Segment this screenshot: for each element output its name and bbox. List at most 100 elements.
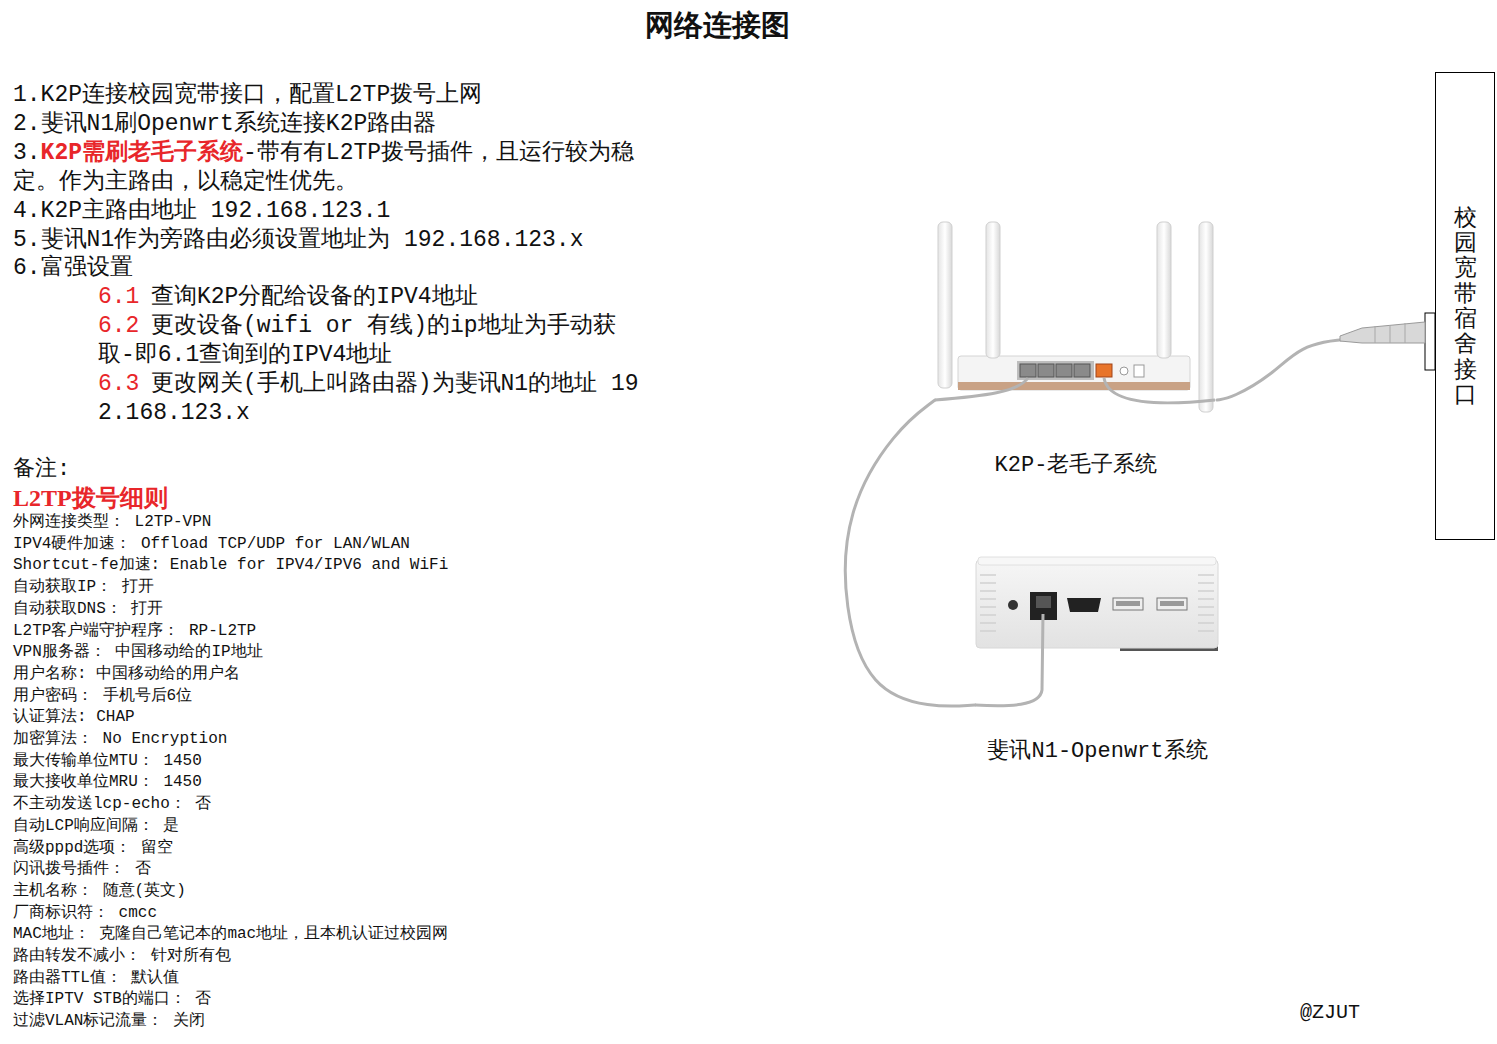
lan-port <box>1074 364 1090 377</box>
plug-ridge <box>1375 326 1376 343</box>
rib <box>1198 582 1214 584</box>
vertical-label: 校园宽带宿舍接口 <box>1454 205 1477 407</box>
note-text: L2TP客户端守护程序： RP-L2TP <box>13 622 256 640</box>
text-line: VPN服务器： 中国移动给的IP地址 <box>13 642 713 664</box>
text-line: 路由器TTL值： 默认值 <box>13 968 713 990</box>
text-line: 自动LCP响应间隔： 是 <box>13 816 713 838</box>
cable-stub <box>935 378 1028 400</box>
router-body <box>958 356 1190 390</box>
note-text: 最大传输单位MTU： 1450 <box>13 752 202 770</box>
text-line: 最大接收单位MRU： 1450 <box>13 772 713 794</box>
text-line: 外网连接类型： L2TP-VPN <box>13 512 713 534</box>
note-text: 外网连接类型： L2TP-VPN <box>13 513 211 531</box>
text-line: 4.K2P主路由地址 192.168.123.1 <box>13 197 645 226</box>
n1-body <box>976 560 1218 648</box>
rib <box>1198 606 1214 608</box>
network-cable <box>1217 339 1435 400</box>
n1-top <box>978 557 1216 565</box>
text-line: 过滤VLAN标记流量： 关闭 <box>13 1011 713 1033</box>
plug-ridge <box>1405 323 1406 343</box>
device-label: K2P-老毛子系统 <box>995 452 1158 480</box>
text-line: 备注: <box>13 456 313 484</box>
note-text: 更改网关(手机上叫路由器)为斐讯N1的地址 192.168.123.x <box>98 371 639 426</box>
note-text: 路由转发不减小： 针对所有包 <box>13 947 231 965</box>
rib <box>980 614 996 616</box>
reset-button <box>1120 367 1128 375</box>
device-node: 斐讯N1-Openwrt系统 <box>975 555 1220 772</box>
text-line: 6.2更改设备(wifi or 有线)的ip地址为手动获取-即6.1查询到的IP… <box>98 312 646 370</box>
lan-port <box>1038 364 1054 377</box>
step-number: 6.3 <box>98 371 139 397</box>
text-line: L2TP拨号细则 <box>13 484 313 514</box>
antenna <box>1199 222 1213 412</box>
note-text: 认证算法: CHAP <box>13 708 135 726</box>
text-line: 自动获取DNS： 打开 <box>13 599 713 621</box>
note-text: 4.K2P主路由地址 192.168.123.1 <box>13 198 390 224</box>
hdmi-port <box>1067 598 1101 612</box>
note-text: 5.斐讯N1作为旁路由必须设置地址为 192.168.123.x <box>13 227 583 253</box>
text-line: 用户名称: 中国移动给的用户名 <box>13 664 713 686</box>
text-line: 不主动发送lcp-echo： 否 <box>13 794 713 816</box>
antenna <box>1157 222 1171 358</box>
text-line: 最大传输单位MTU： 1450 <box>13 751 713 773</box>
text-line: IPV4硬件加速： Offload TCP/UDP for LAN/WLAN <box>13 534 713 556</box>
n1-ribs <box>980 575 1214 631</box>
rib <box>980 606 996 608</box>
watermark: @ZJUT <box>1300 1001 1360 1024</box>
rib <box>980 590 996 592</box>
router-node: K2P-老毛子系统 <box>935 220 1217 486</box>
note-text: 路由器TTL值： 默认值 <box>13 969 179 987</box>
note-text: 高级pppd选项： 留空 <box>13 839 173 857</box>
note-text: 厂商标识符： cmcc <box>13 904 157 922</box>
rj45-plug <box>1340 322 1425 343</box>
cable-stub <box>1104 378 1215 403</box>
usb-tongue <box>1116 601 1140 606</box>
note-text: 查询K2P分配给设备的IPV4地址 <box>151 284 478 310</box>
rib <box>1198 622 1214 624</box>
note-text: 自动获取DNS： 打开 <box>13 600 163 618</box>
text-line: 6.3更改网关(手机上叫路由器)为斐讯N1的地址 192.168.123.x <box>98 370 646 428</box>
note-text: 用户密码： 手机号后6位 <box>13 687 192 705</box>
ethernet-socket <box>1036 596 1051 608</box>
usb-port <box>1157 598 1187 610</box>
note-text: 最大接收单位MRU： 1450 <box>13 773 202 791</box>
text-line: 高级pppd选项： 留空 <box>13 838 713 860</box>
note-text: 闪讯拨号插件： 否 <box>13 860 151 878</box>
text-line: L2TP客户端守护程序： RP-L2TP <box>13 621 713 643</box>
text-line: 厂商标识符： cmcc <box>13 903 713 925</box>
wan-port <box>1096 364 1112 377</box>
network-cable <box>845 400 975 706</box>
rib <box>1198 614 1214 616</box>
note-text: 不主动发送lcp-echo： 否 <box>13 795 211 813</box>
note-text: Shortcut-fe加速: Enable for IPV4/IPV6 and … <box>13 556 448 574</box>
usb-tongue <box>1160 601 1184 606</box>
wall-plug <box>1340 313 1435 370</box>
socket-plate <box>1425 313 1435 370</box>
text-line: 自动获取IP： 打开 <box>13 577 713 599</box>
highlight-text: K2P需刷老毛子系统 <box>41 140 243 166</box>
text-line: 5.斐讯N1作为旁路由必须设置地址为 192.168.123.x <box>13 226 673 255</box>
note-text: 更改设备(wifi or 有线)的ip地址为手动获取-即6.1查询到的IPV4地… <box>98 313 616 368</box>
note-text: MAC地址： 克隆自己笔记本的mac地址，且本机认证过校园网 <box>13 925 448 943</box>
text-line: 6.富强设置 <box>13 254 645 283</box>
antenna <box>986 222 1000 358</box>
note-text: 6.富强设置 <box>13 255 133 281</box>
text-line: 1.K2P连接校园宽带接口，配置L2TP拨号上网 <box>13 81 645 110</box>
note-text: 用户名称: 中国移动给的用户名 <box>13 665 240 683</box>
port-box: 校园宽带宿舍接口 <box>1435 72 1495 540</box>
note-text: IPV4硬件加速： Offload TCP/UDP for LAN/WLAN <box>13 535 410 553</box>
cable-stub <box>975 614 1043 706</box>
section-heading: L2TP拨号细则 <box>13 485 168 511</box>
text-line: 闪讯拨号插件： 否 <box>13 859 713 881</box>
router-trim <box>958 382 1190 390</box>
text-line: 认证算法: CHAP <box>13 707 713 729</box>
text-line: 6.1查询K2P分配给设备的IPV4地址 <box>98 283 658 312</box>
lan-plate <box>1017 361 1094 380</box>
text-line: 路由转发不减小： 针对所有包 <box>13 946 713 968</box>
antenna <box>938 222 952 388</box>
power-jack <box>1008 600 1018 610</box>
note-text: 自动LCP响应间隔： 是 <box>13 817 179 835</box>
lan-port <box>1056 364 1072 377</box>
note-text: 备注: <box>13 457 70 482</box>
